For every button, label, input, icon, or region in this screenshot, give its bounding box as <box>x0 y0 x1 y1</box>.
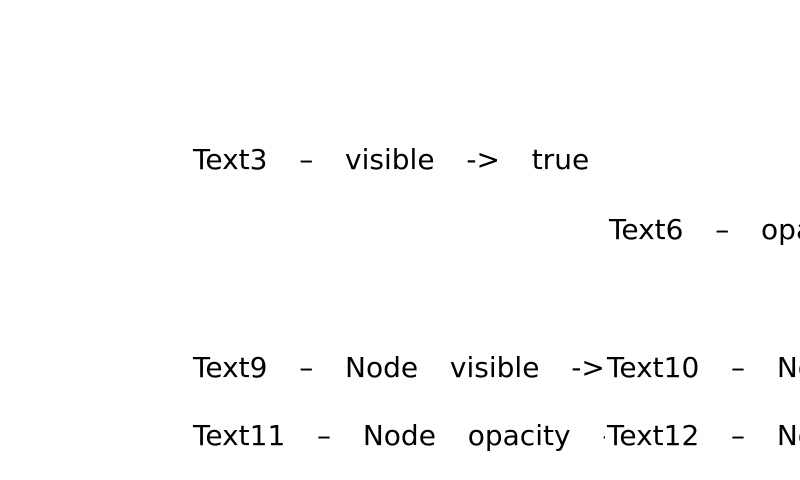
text-run-text6: Text6 – opacity <box>609 213 800 246</box>
text-run-text3: Text3 – visible -> true <box>193 143 590 176</box>
text-run-text10: Text10 – Node <box>605 354 800 382</box>
text-run-text12: Text12 – Node <box>605 422 800 450</box>
